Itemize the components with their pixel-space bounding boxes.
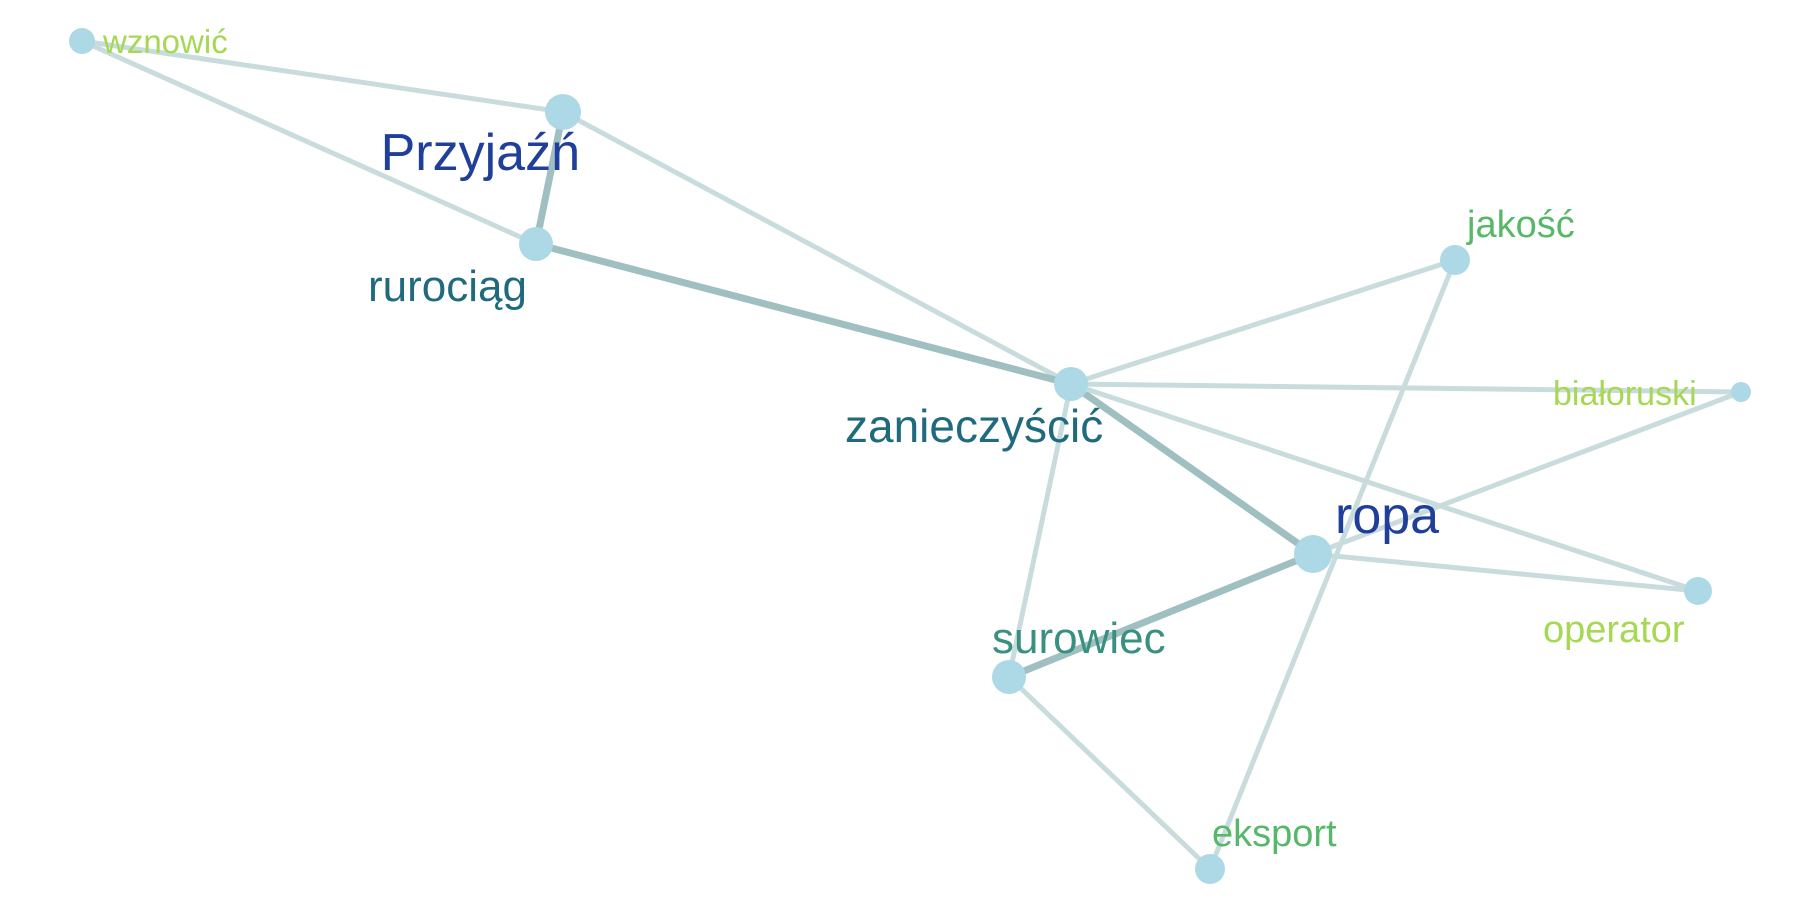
node-ropa — [1294, 535, 1332, 573]
edge-wznowic-rurociag — [79, 38, 539, 247]
edge-jakosc-eksport — [1207, 257, 1458, 872]
node-przyjazn — [545, 94, 581, 130]
edge-zanieczyscic-ropa — [1067, 380, 1317, 558]
node-wznowic — [69, 28, 95, 54]
node-label-eksport: eksport — [1212, 813, 1337, 855]
edge-przyjazn-zanieczyscic — [560, 109, 1074, 387]
node-operator — [1684, 577, 1712, 605]
edge-wznowic-przyjazn — [79, 38, 566, 115]
node-rurociag — [519, 227, 553, 261]
node-label-operator: operator — [1543, 609, 1685, 651]
edge-ropa-surowiec — [1005, 550, 1317, 681]
node-label-ropa: ropa — [1335, 487, 1439, 545]
node-label-surowiec: surowiec — [992, 614, 1166, 663]
node-label-zanieczyscic: zanieczyścić — [845, 400, 1103, 452]
node-label-wznowic: wznowić — [102, 23, 228, 60]
edge-rurociag-zanieczyscic — [532, 240, 1075, 388]
node-jakosc — [1440, 245, 1470, 275]
node-zanieczyscic — [1054, 367, 1088, 401]
edge-surowiec-eksport — [1006, 674, 1213, 872]
node-bialoruski — [1731, 382, 1751, 402]
node-label-przyjazn: Przyjaźń — [381, 124, 580, 182]
edge-przyjazn-rurociag — [532, 108, 567, 248]
node-label-jakosc: jakość — [1466, 204, 1575, 246]
node-surowiec — [992, 660, 1026, 694]
node-label-rurociag: rurociąg — [368, 262, 527, 311]
edge-layer — [79, 38, 1744, 872]
node-layer — [69, 28, 1751, 884]
edge-zanieczyscic-operator — [1068, 381, 1701, 594]
node-eksport — [1195, 854, 1225, 884]
edge-ropa-bialoruski — [1310, 389, 1744, 557]
edge-zanieczyscic-jakosc — [1068, 257, 1458, 387]
edge-zanieczyscic-surowiec — [1006, 381, 1074, 680]
node-label-bialoruski: białoruski — [1553, 375, 1697, 413]
edge-ropa-operator — [1310, 551, 1701, 594]
